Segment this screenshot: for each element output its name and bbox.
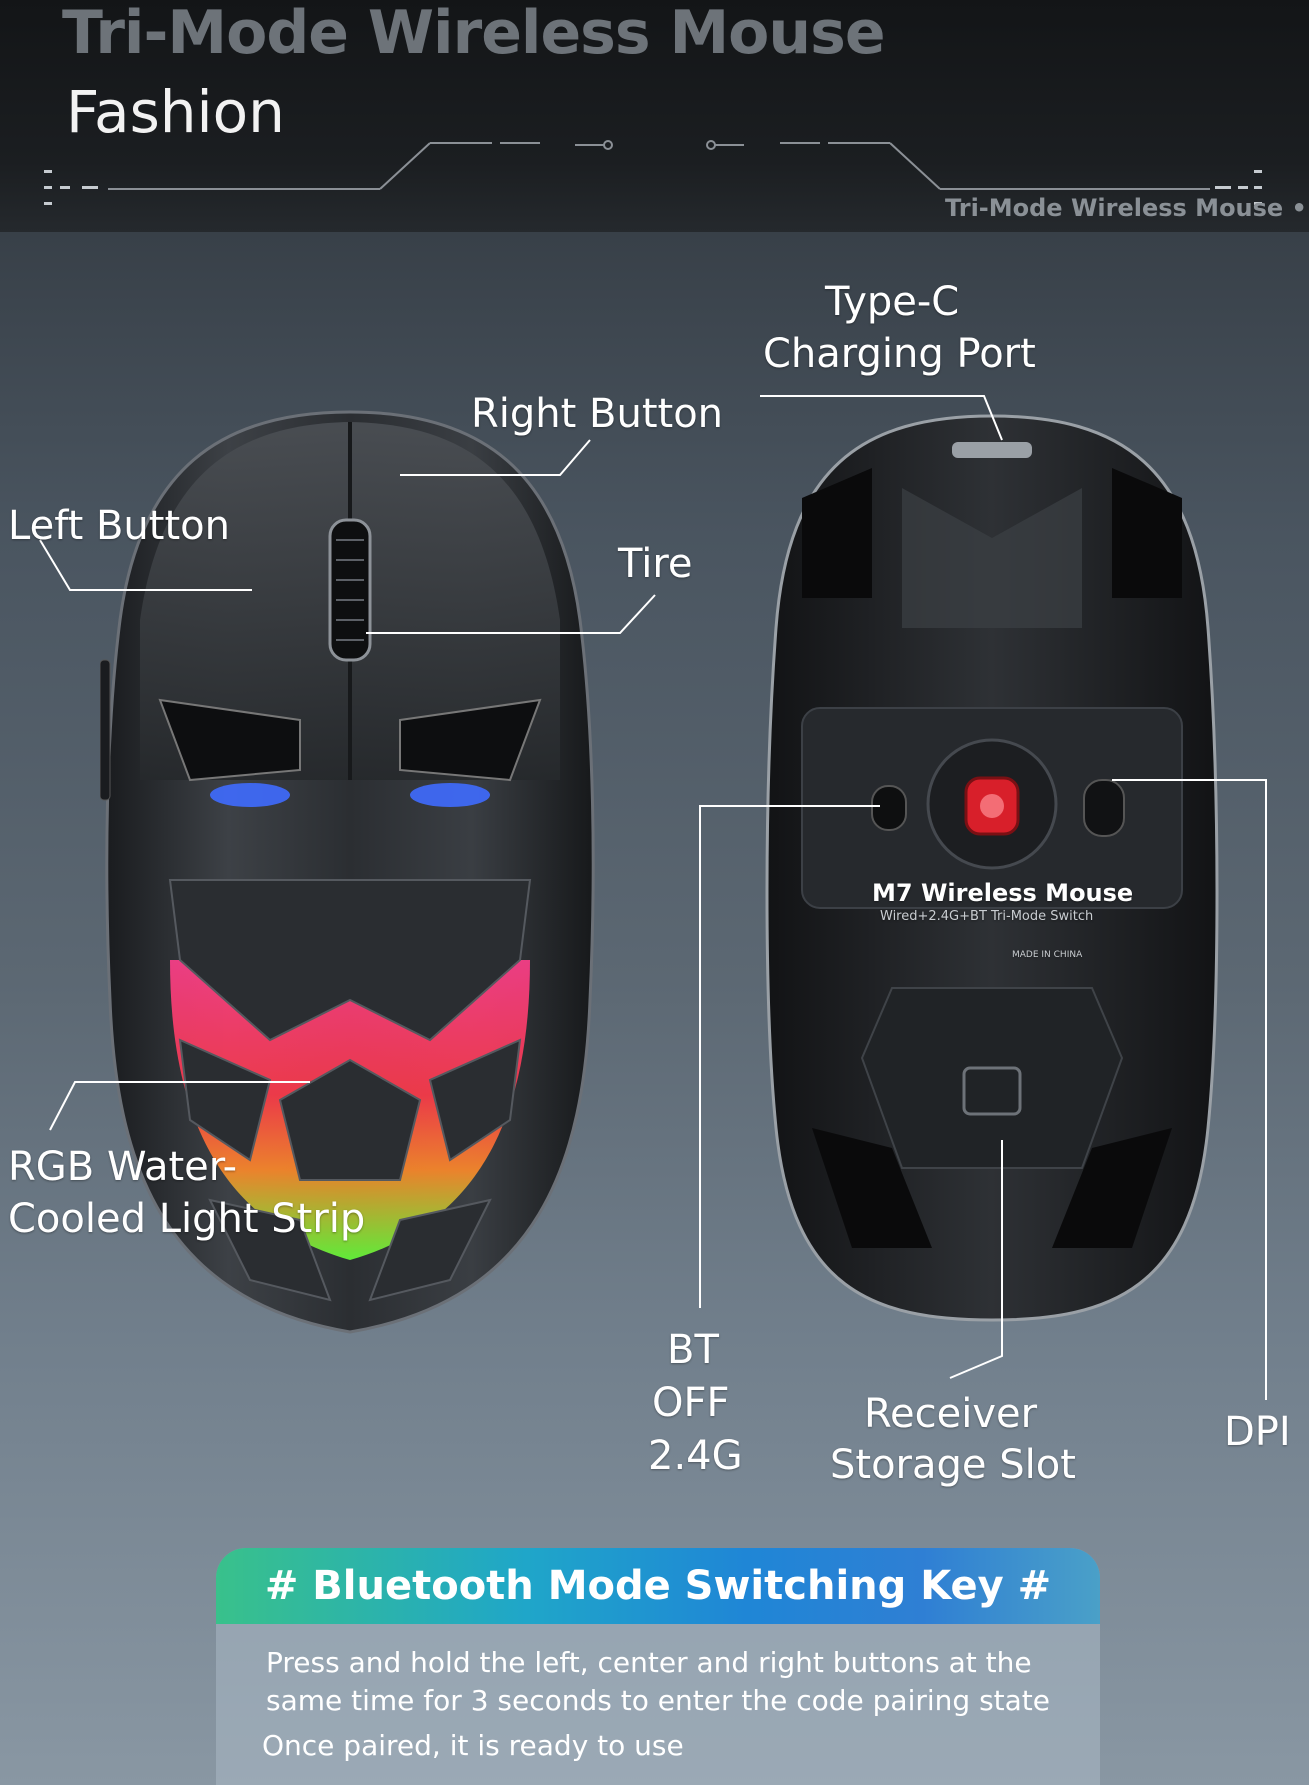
label-right-button: Right Button (471, 391, 724, 437)
label-rgb-line1: RGB Water- (8, 1144, 238, 1190)
page-subtitle: Fashion (66, 78, 285, 146)
circuit-line-decoration (44, 140, 1262, 205)
label-left-button: Left Button (8, 503, 230, 549)
header-tag: Tri-Mode Wireless Mouse • (945, 194, 1307, 222)
label-2-4g: 2.4G (648, 1433, 743, 1479)
bluetooth-info-panel: # Bluetooth Mode Switching Key # Press a… (216, 1548, 1100, 1785)
made-in-print: MADE IN CHINA (1012, 950, 1083, 960)
label-type-c: Type-C (825, 279, 960, 325)
label-storage-slot: Storage Slot (830, 1442, 1076, 1488)
label-off: OFF (652, 1380, 730, 1426)
info-line-2: same time for 3 seconds to enter the cod… (266, 1684, 1050, 1717)
label-rgb-line2: Cooled Light Strip (8, 1196, 366, 1242)
label-tire: Tire (618, 541, 693, 587)
mouse-bottom-view-image (765, 414, 1219, 1322)
model-name-print: M7 Wireless Mouse (872, 879, 1134, 907)
info-heading: # Bluetooth Mode Switching Key # (216, 1548, 1100, 1624)
label-dpi: DPI (1224, 1409, 1291, 1455)
info-line-1: Press and hold the left, center and righ… (266, 1646, 1032, 1679)
label-charging-port: Charging Port (763, 331, 1036, 377)
header-banner: Tri-Mode Wireless Mouse Fashion (0, 0, 1309, 232)
spec-print: Wired+2.4G+BT Tri-Mode Switch (880, 909, 1094, 924)
info-line-3: Once paired, it is ready to use (262, 1729, 684, 1762)
label-receiver: Receiver (864, 1391, 1038, 1437)
label-bt: BT (667, 1327, 719, 1373)
page-title: Tri-Mode Wireless Mouse (62, 0, 886, 68)
